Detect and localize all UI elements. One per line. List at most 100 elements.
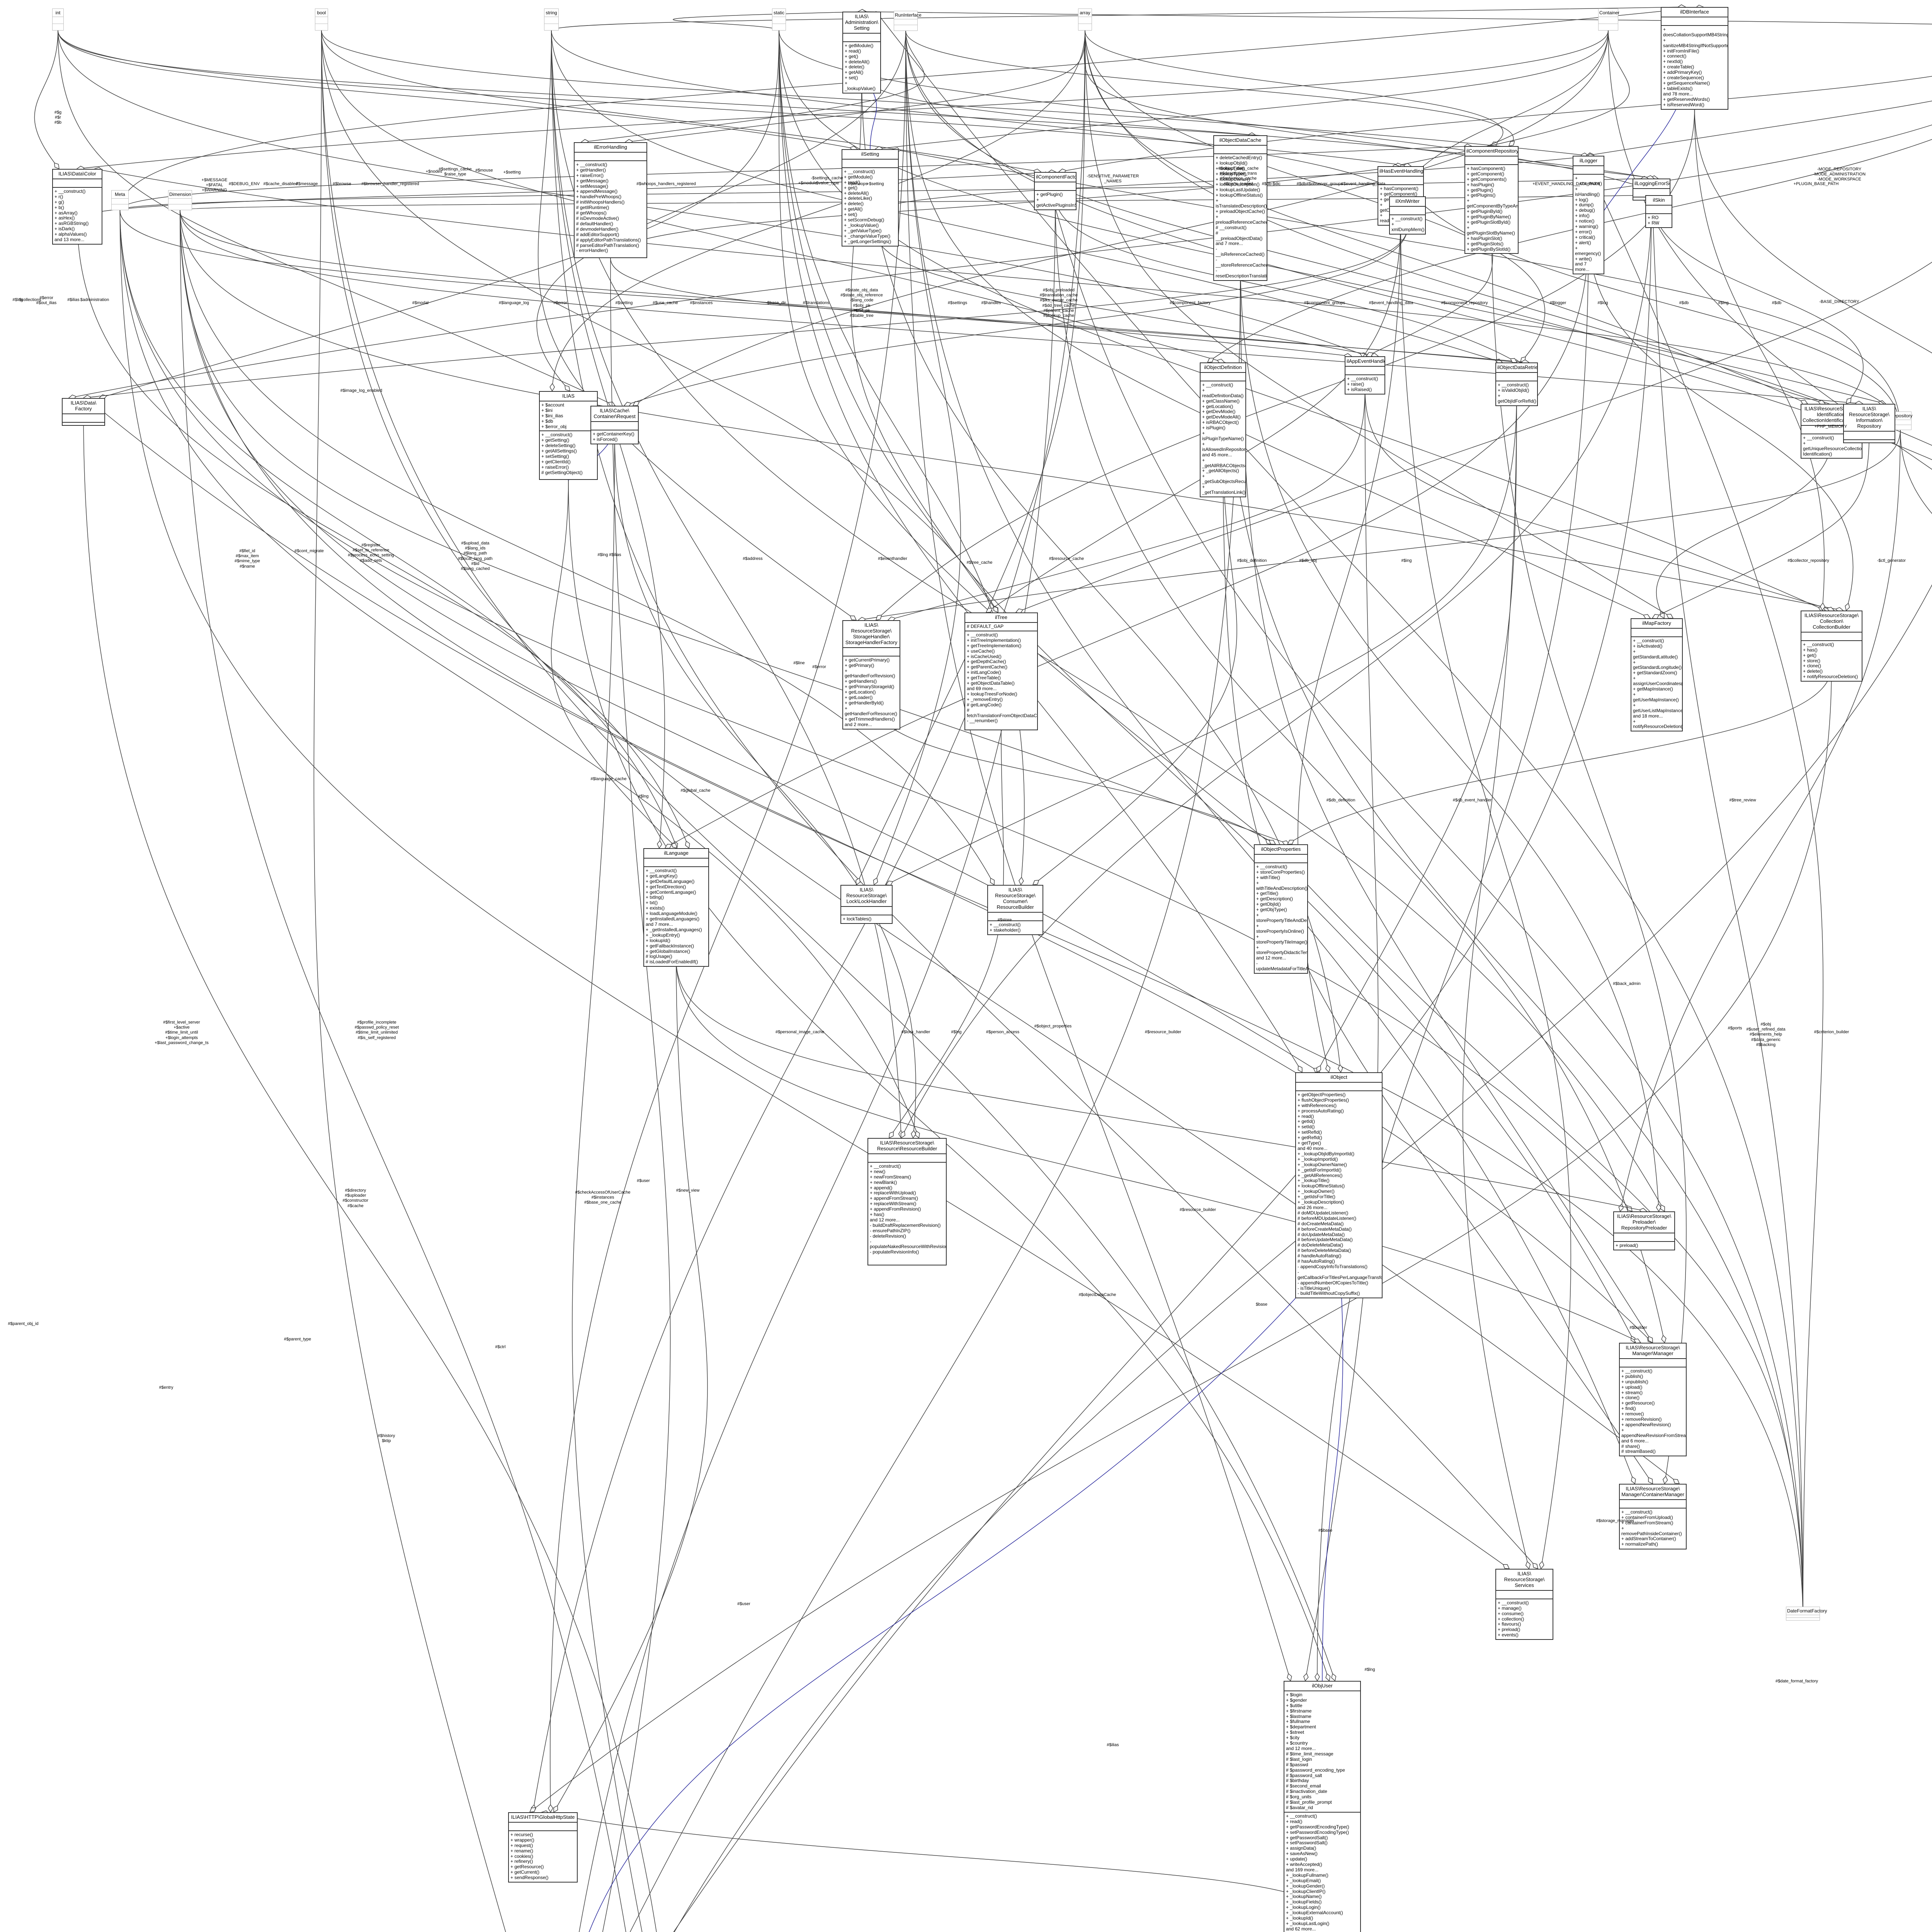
association-edge: [602, 258, 671, 1932]
uml-class-box[interactable]: ILIAS\​HTTP\​GlobalHttpState+ recurse()+…: [508, 1812, 578, 1883]
uml-class-box[interactable]: ilMapFactory+ __construct()+ isActivated…: [1631, 618, 1683, 732]
class-operation: # fetchTranslationFromObjectDataCache(): [967, 707, 1037, 718]
edge-multiplicity-label: #$first_level_server +$active #$time_lim…: [155, 1020, 209, 1045]
edge-multiplicity-label: #$new_view: [676, 1188, 700, 1193]
edge-multiplicity-label: #$parent_type: [284, 1337, 311, 1342]
class-operation: + getDescription(): [1256, 896, 1293, 902]
association-edge: [676, 960, 1641, 1343]
uml-class-box[interactable]: ILIAS\​ResourceStorage\​Manager\​Manager…: [1619, 1343, 1687, 1457]
edge-multiplicity-label: #$language_log: [498, 301, 529, 305]
class-name-label: ilSetting: [842, 150, 898, 160]
class-operation: + hasPluginSlot(): [1467, 235, 1502, 241]
uml-class-box[interactable]: ilObject+ getObjectProperties()+ flushOb…: [1295, 1072, 1383, 1299]
uml-class-box[interactable]: ilDBInterface+ doesCollationSupportMB4St…: [1661, 7, 1728, 110]
edge-multiplicity-label: #$event_handling_data: [1369, 301, 1413, 305]
class-operation: + collection(): [1498, 1616, 1524, 1622]
uml-class-box[interactable]: ILIAS\​ResourceStorage\​Manager\​Contain…: [1619, 1484, 1687, 1549]
uml-class-box[interactable]: ILIAS\​Data\​Factory: [62, 398, 105, 426]
class-operation: + error(): [1575, 229, 1592, 235]
edge-multiplicity-label: #$lng: [12, 298, 23, 302]
edge-multiplicity-label: #$resource_builder: [1179, 1208, 1216, 1212]
uml-class-box[interactable]: ILIAS+ $account+ $ini+ $ini_ilias+ $db+ …: [539, 391, 598, 480]
edge-multiplicity-label: #$browser_handler_registered: [361, 182, 419, 186]
uml-class-box[interactable]: ILIAS\​ResourceStorage\​Preloader\​Repos…: [1613, 1211, 1675, 1250]
edge-multiplicity-label: #$event_handling_data: [1341, 182, 1386, 186]
class-operation: + getContainerKey(): [593, 431, 634, 437]
association-edge: [1400, 216, 1571, 1569]
uml-class-box[interactable]: ilSetting+ __construct()+ getModule()+ r…: [842, 149, 899, 247]
edge-multiplicity-label: #$log: [1597, 301, 1608, 305]
uml-class-box[interactable]: ILIAS\​ResourceStorage\​Resource\​Resour…: [867, 1138, 947, 1265]
class-attributes-compartment: [1573, 166, 1604, 175]
class-operation: and 7 more...: [1216, 241, 1243, 247]
class-attribute: + $login: [1286, 1692, 1303, 1697]
uml-class-box[interactable]: ilTree# DEFAULT_GAP+ __construct()+ init…: [964, 612, 1038, 730]
uml-class-box[interactable]: ilSkin+ RO+ RW: [1645, 195, 1672, 228]
primitive-attr-compartment: [544, 17, 558, 24]
edge-multiplicity-label: #$db_obj: [1299, 558, 1317, 563]
uml-class-box[interactable]: ILIAS\​ResourceStorage\​StorageHandler\​…: [842, 620, 900, 730]
uml-class-box[interactable]: ilErrorHandling+ __construct()+ getHandl…: [574, 142, 647, 258]
edge-multiplicity-label: #$component_factory: [1170, 301, 1211, 305]
edge-multiplicity-label: #$collector_repository: [1787, 558, 1829, 563]
class-operation: # initWhoopsHandlers(): [576, 199, 625, 205]
uml-class-box[interactable]: ILIAS\​ResourceStorage\​Consumer\​Resour…: [987, 885, 1043, 935]
association-edge: [87, 398, 1803, 1621]
uml-class-box[interactable]: ilLogger+ __construct()+ isHandling()+ l…: [1573, 156, 1604, 275]
class-operation: + __construct(): [576, 162, 607, 167]
class-attributes-compartment: [988, 913, 1043, 921]
class-operation: + getModule(): [845, 43, 874, 48]
uml-class-box[interactable]: ILIAS\​Administration\​Setting+ getModul…: [842, 12, 881, 94]
class-attributes-compartment: [575, 153, 646, 161]
edge-multiplicity-label: #$upload_data #$lang_ids #$lang_path #$l…: [458, 541, 493, 571]
class-attributes-compartment: [843, 34, 880, 42]
uml-class-box[interactable]: ilXmlWriter+ __construct()+ xmlDumpMem(): [1389, 196, 1426, 235]
uml-class-box[interactable]: ilComponentFactory+ getPlugin()+ getActi…: [1034, 172, 1077, 210]
primitive-type-box: DateFormatFactory: [1786, 1607, 1827, 1621]
uml-class-box[interactable]: ilObjectDataCache+ deleteCachedEntry()+ …: [1213, 135, 1267, 281]
primitive-op-compartment: [1599, 24, 1618, 31]
uml-class-box[interactable]: ILIAS\​ResourceStorage\​Information\​Rep…: [1843, 404, 1895, 443]
uml-class-box[interactable]: ILIAS\​ResourceStorage\​Lock\​LockHandle…: [840, 885, 893, 924]
edge-multiplicity-label: #$translations: [803, 301, 830, 305]
uml-class-box[interactable]: ilObjectProperties+ __construct()+ store…: [1254, 844, 1308, 974]
edge-multiplicity-label: #$storage_manager: [1596, 1519, 1634, 1523]
uml-class-box[interactable]: ilObjectDataRetrieval+ __construct()+ is…: [1495, 362, 1538, 406]
class-operation: + initLangCode(): [967, 670, 1002, 675]
class-operation: + getPrimaryStorageId(): [845, 684, 895, 690]
edge-multiplicity-label: #$personal_image_cache: [776, 1030, 824, 1034]
uml-class-box[interactable]: ilAppEventHandler+ __construct()+ raise(…: [1345, 356, 1385, 395]
edge-multiplicity-label: #$ilias: [1107, 1743, 1119, 1747]
class-operation: # share(): [1621, 1443, 1640, 1449]
class-operation: + setRefId(): [1298, 1129, 1322, 1135]
uml-class-box[interactable]: ilComponentRepository+ hasComponent()+ g…: [1464, 146, 1519, 254]
uml-class-box[interactable]: ILIAS\​Cache\​Container\​Request+ getCon…: [590, 406, 639, 444]
class-operation: + alphaValues(): [54, 231, 87, 237]
primitive-type-label: Meta: [112, 190, 128, 199]
class-operation: + setPasswordSalt(): [1286, 1840, 1328, 1846]
uml-class-box[interactable]: ILIAS\​ResourceStorage\​Collection\​Coll…: [1801, 611, 1862, 682]
class-operation: + getClientId(): [541, 459, 571, 464]
uml-class-box[interactable]: ilObjUser+ $login+ $gender+ $utitle+ $fi…: [1284, 1681, 1361, 1932]
class-operation: + appendNewRevisionFromStream(): [1621, 1427, 1687, 1438]
primitive-attr-compartment: [1889, 420, 1911, 425]
association-edge: [614, 432, 916, 1138]
uml-class-box[interactable]: ILIAS\​Data\​Color+ __construct()+ r()+ …: [52, 169, 102, 245]
class-operations-compartment: + getContainerKey()+ isForced(): [591, 430, 638, 444]
association-edge: [34, 30, 59, 169]
class-operation: + wrapper(): [510, 1837, 534, 1843]
edge-multiplicity-label: #$resource_builder: [1145, 1030, 1182, 1034]
uml-class-box[interactable]: ilLanguage+ __construct()+ getLangKey()+…: [643, 848, 709, 967]
edge-multiplicity-label: #$tree_review: [1729, 798, 1756, 803]
class-operation: - isTitleUnique(): [1298, 1285, 1330, 1291]
class-attributes-compartment: [1345, 367, 1384, 375]
class-operations-compartment: + getModule()+ read()+ get()+ deleteAll(…: [843, 42, 880, 93]
uml-class-box[interactable]: ILIAS\​ResourceStorage\​Services+ __cons…: [1495, 1569, 1553, 1640]
class-operation: + read(): [845, 48, 861, 54]
edge-multiplicity-label: #$profile_incomplete #$passwd_policy_res…: [354, 1020, 399, 1040]
uml-class-box[interactable]: ilObjectDefinition+ __construct()+ readD…: [1200, 362, 1246, 497]
edge-multiplicity-label: #$eventhandler: [878, 556, 907, 561]
class-attributes-compartment: [1620, 1500, 1686, 1509]
association-edge: [568, 480, 1329, 1681]
edge-multiplicity-label: #$db: [1772, 301, 1782, 305]
